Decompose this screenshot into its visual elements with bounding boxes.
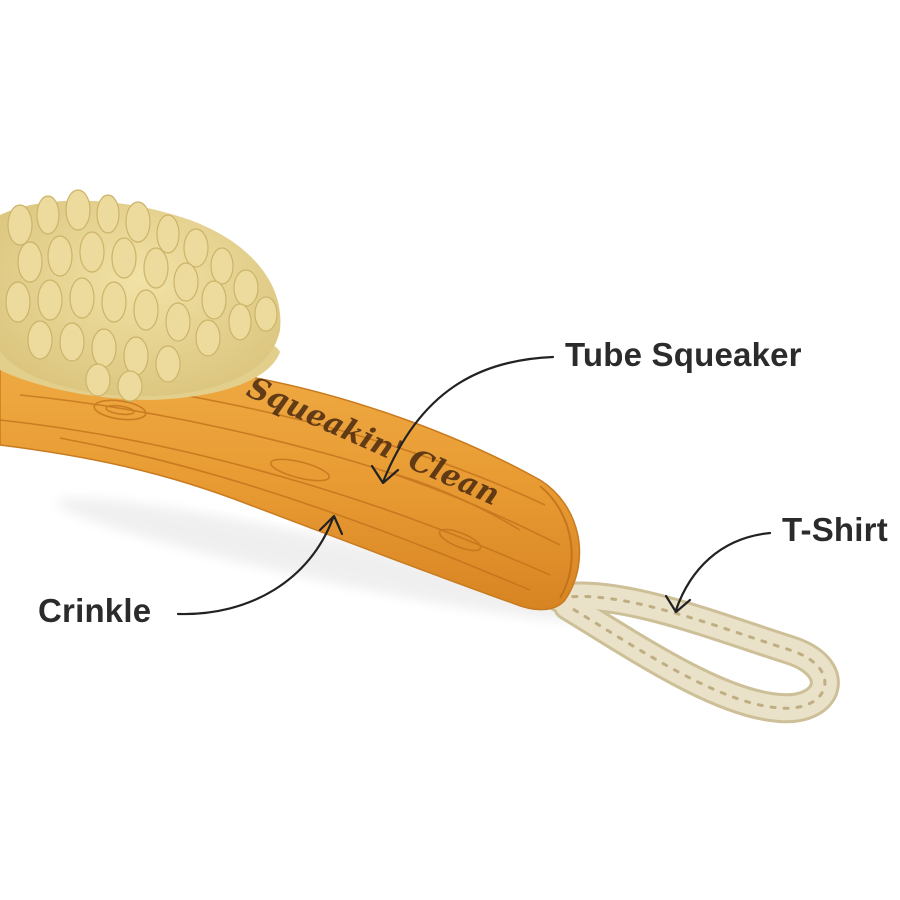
crinkle-label: Crinkle <box>38 592 152 629</box>
t-shirt-arrowhead <box>664 594 692 614</box>
toy-shadow <box>56 497 604 623</box>
callout-arrows <box>176 355 772 616</box>
rope-loop <box>545 581 840 724</box>
tube-squeaker-arrow <box>381 355 555 484</box>
tube-squeaker-arrowhead <box>370 464 400 485</box>
brush-handle <box>0 343 581 611</box>
t-shirt-label: T-Shirt <box>782 511 888 548</box>
tube-squeaker-label: Tube Squeaker <box>565 336 802 373</box>
crinkle-arrow <box>176 516 335 616</box>
brush-bristles <box>0 189 281 402</box>
t-shirt-arrow <box>674 531 772 612</box>
crinkle-arrowhead <box>318 514 344 536</box>
